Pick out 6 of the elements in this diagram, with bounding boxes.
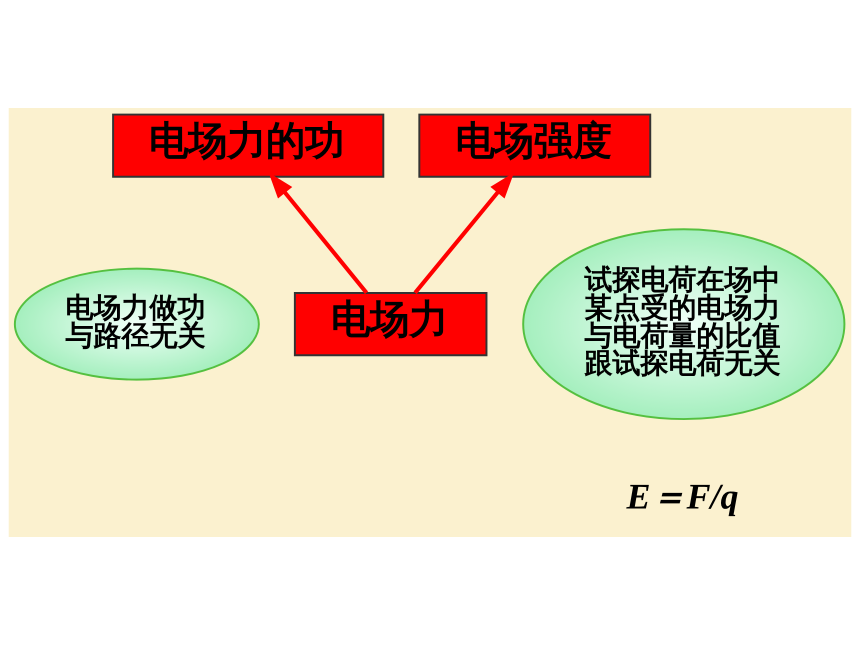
node-box: 电场力的功 xyxy=(112,114,384,178)
node-ellipse: 试探电荷在场中某点受的电场力与电荷量的比值跟试探电荷无关 xyxy=(522,228,846,420)
node-ellipse: 电场力做功与路径无关 xyxy=(14,268,260,381)
node-box: 电场强度 xyxy=(418,114,652,178)
label: E＝F/q xyxy=(626,476,739,517)
node-box: 电场力 xyxy=(294,292,488,356)
